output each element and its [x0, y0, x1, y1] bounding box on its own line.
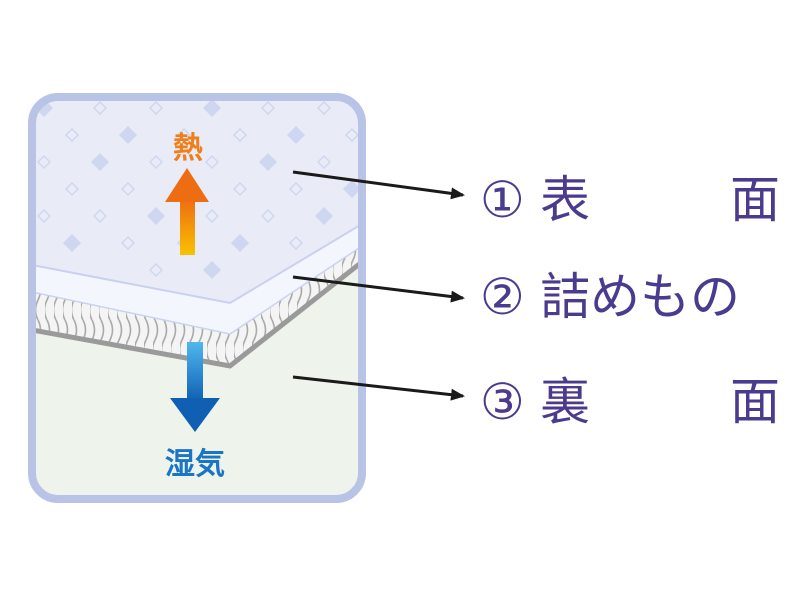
leader-filling: [292, 275, 465, 303]
surface-diamond: [288, 235, 304, 251]
surface-diamond: [204, 154, 220, 170]
surface-diamond: [120, 235, 136, 251]
label-filling-number: ②: [480, 268, 525, 326]
panel-frame: [28, 93, 366, 503]
surface-diamond: [232, 127, 248, 143]
surface-diamond-pattern: [35, 99, 361, 279]
label-back-number: ③: [480, 373, 525, 431]
filling-white-layer: [32, 224, 362, 334]
surface-diamond: [92, 208, 108, 224]
surface-diamond: [203, 261, 221, 279]
surface-diamond: [148, 100, 164, 116]
surface-diamond: [315, 207, 333, 225]
heat-label: 熱: [173, 131, 203, 166]
surface-diamond: [64, 127, 80, 143]
surface-diamond: [231, 234, 249, 252]
surface-diamond: [260, 100, 276, 116]
surface-diamond: [344, 127, 360, 143]
surface-diamond: [63, 234, 81, 252]
surface-diamond: [148, 262, 164, 278]
label-surface-text-b: 面: [730, 171, 780, 229]
leader-back: [292, 375, 465, 401]
surface-diamond: [91, 153, 109, 171]
surface-diamond: [316, 100, 332, 116]
label-surface-text-a: 表: [540, 171, 590, 229]
surface-diamond: [64, 181, 80, 197]
label-back-text-b: 面: [730, 373, 780, 431]
surface-diamond: [120, 181, 136, 197]
surface-diamond: [36, 208, 52, 224]
surface-diamond: [203, 99, 221, 117]
surface-diamond: [148, 154, 164, 170]
moisture-label: 湿気: [165, 447, 225, 482]
heat-arrow-icon: [165, 168, 209, 255]
surface-diamond: [287, 126, 305, 144]
surface-diamond: [204, 208, 220, 224]
surface-diamond: [260, 208, 276, 224]
surface-diamond: [232, 181, 248, 197]
surface-diamond: [343, 180, 361, 198]
leader-surface: [292, 170, 465, 200]
surface-diamond: [288, 181, 304, 197]
label-filling: ② 詰めもの: [480, 267, 740, 327]
surface-diamond: [147, 207, 165, 225]
surface-diamond: [119, 126, 137, 144]
surface-diamond: [92, 100, 108, 116]
label-surface-number: ①: [480, 171, 525, 229]
surface-diamond: [259, 153, 277, 171]
label-filling-text: 詰めもの: [540, 268, 740, 326]
surface-diamond: [36, 154, 52, 170]
filling-wave-layer: [32, 242, 362, 366]
label-back-text-a: 裏: [540, 373, 590, 431]
moisture-arrow-icon: [170, 342, 220, 432]
surface-diamond: [176, 127, 192, 143]
surface-diamond: [316, 154, 332, 170]
